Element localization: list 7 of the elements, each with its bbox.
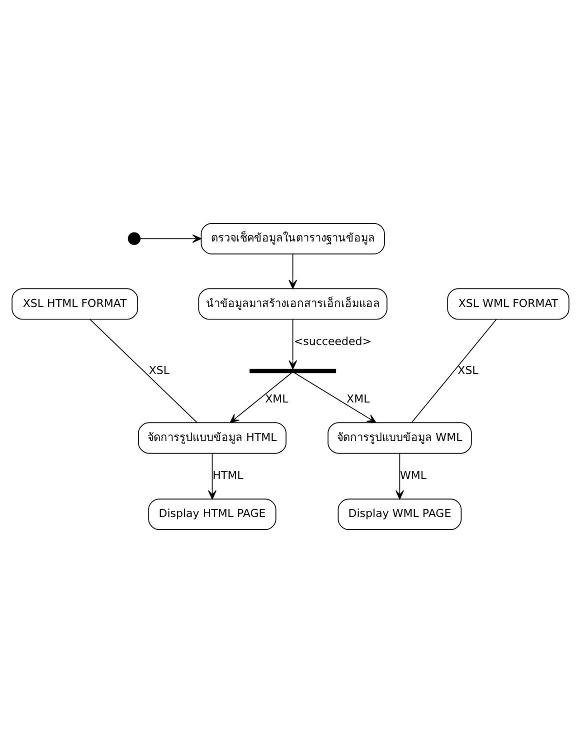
edge-label: <succeeded> [294, 335, 372, 348]
edge-label: XML [265, 392, 288, 406]
edge-label: WML [400, 469, 427, 482]
edge-label: XSL [148, 364, 170, 377]
edge-label: XSL [458, 364, 478, 377]
edge-label: HTML [212, 469, 244, 482]
edge-label: XML [346, 392, 370, 406]
